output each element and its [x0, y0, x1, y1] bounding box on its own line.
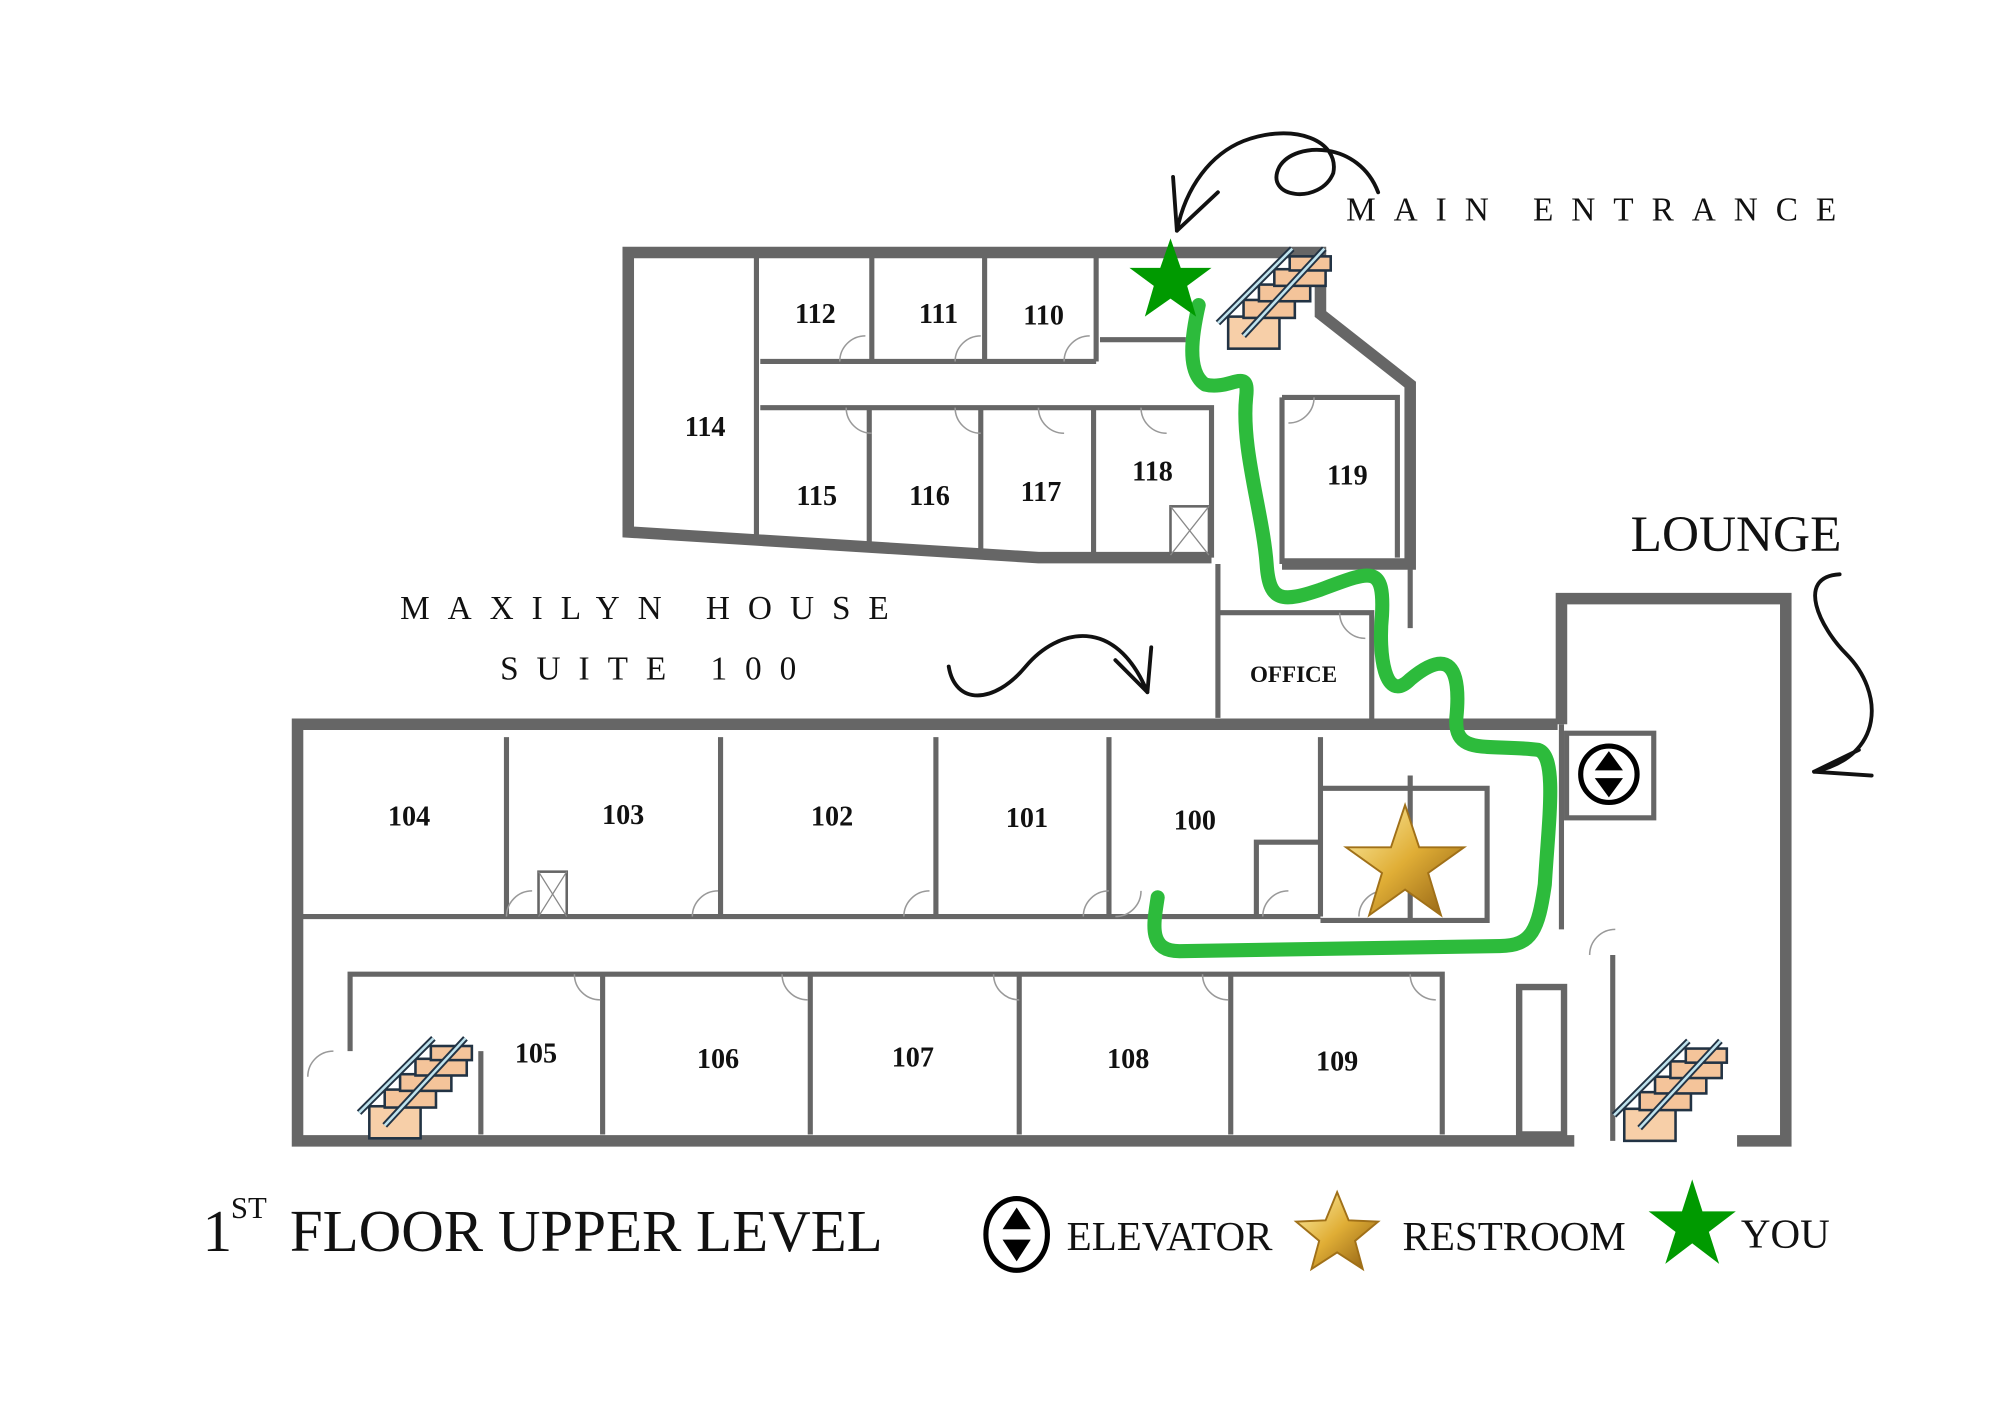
room-111: 111	[919, 299, 958, 330]
title-prefix: 1	[203, 1198, 232, 1264]
room-102: 102	[811, 802, 853, 833]
room-114: 114	[685, 412, 726, 443]
legend-you-label: YOU	[1741, 1210, 1830, 1256]
room-115: 115	[796, 481, 837, 512]
room-118: 118	[1132, 457, 1173, 488]
suite-arrow-icon	[946, 634, 1154, 698]
room-110: 110	[1023, 300, 1064, 331]
legend-restroom-star-icon	[1293, 1189, 1381, 1272]
stairs-icon	[1614, 1041, 1727, 1141]
room-105: 105	[515, 1039, 557, 1070]
floor-title: 1 ST FLOOR UPPER LEVEL	[203, 1191, 883, 1264]
room-104: 104	[388, 802, 430, 833]
lounge-room	[1555, 592, 1792, 1147]
main-entrance-label: MAIN ENTRANCE	[1346, 191, 1854, 228]
legend-elevator-icon	[983, 1195, 1050, 1273]
legend: ELEVATOR RESTROOM YOU	[983, 1179, 1830, 1273]
title-superscript: ST	[231, 1191, 267, 1225]
room-106: 106	[697, 1044, 739, 1075]
route-path	[1147, 298, 1558, 959]
room-117: 117	[1021, 477, 1062, 508]
office-label: OFFICE	[1250, 661, 1337, 687]
room-101: 101	[1006, 803, 1048, 834]
stairs-icon	[1218, 249, 1331, 349]
room-107: 107	[892, 1043, 934, 1074]
room-100: 100	[1174, 805, 1216, 836]
lower-wing-walls	[291, 718, 1575, 1147]
lounge-arrow-icon	[1812, 572, 1874, 778]
legend-you-star-icon	[1648, 1179, 1736, 1264]
elevator-icon	[1578, 743, 1640, 806]
legend-elevator-label: ELEVATOR	[1067, 1213, 1273, 1259]
title-text: FLOOR UPPER LEVEL	[290, 1198, 883, 1264]
upper-wing-walls	[622, 246, 1416, 718]
you-are-here-star-icon	[1129, 238, 1212, 317]
stairs-icon	[359, 1038, 472, 1138]
entrance-arrow-icon	[1171, 131, 1381, 233]
building-name-label: MAXILYN HOUSE	[400, 590, 907, 627]
room-112: 112	[795, 299, 836, 330]
suite-label: SUITE 100	[500, 650, 814, 687]
room-109: 109	[1316, 1046, 1358, 1077]
room-103: 103	[602, 800, 644, 831]
legend-restroom-label: RESTROOM	[1403, 1213, 1626, 1259]
office-room	[1217, 610, 1375, 721]
restroom-star-icon	[1343, 801, 1468, 918]
room-116: 116	[909, 481, 950, 512]
room-119: 119	[1327, 461, 1368, 492]
lounge-label: LOUNGE	[1631, 506, 1842, 563]
room-108: 108	[1107, 1044, 1149, 1075]
